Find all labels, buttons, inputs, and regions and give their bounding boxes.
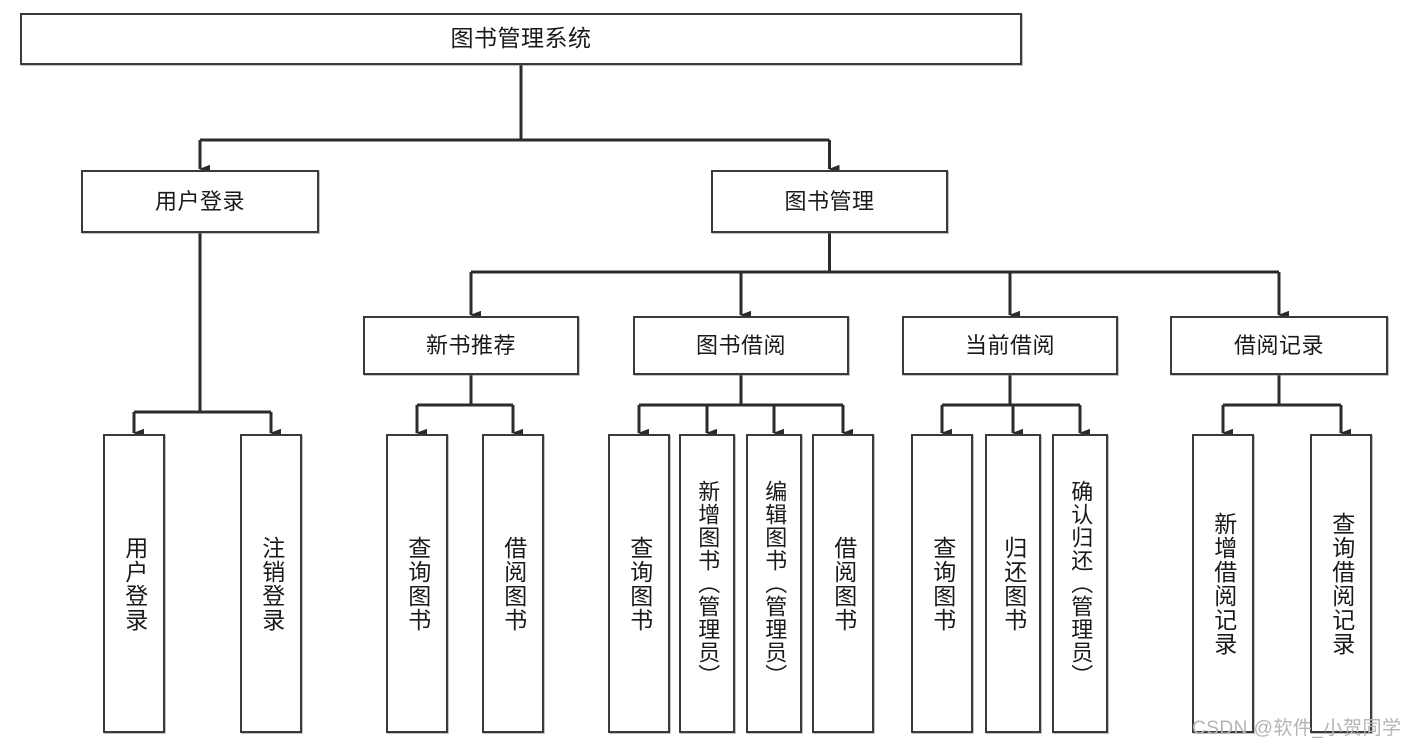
node-label: 编辑图书（管理员） xyxy=(762,480,788,687)
node-label: 确认归还（管理员） xyxy=(1068,480,1094,687)
leaf-query-book-2[interactable]: 查询图书 xyxy=(608,434,670,733)
leaf-query-book-3[interactable]: 查询图书 xyxy=(911,434,973,733)
node-book-management[interactable]: 图书管理 xyxy=(711,170,948,233)
node-label: 当前借阅 xyxy=(964,332,1055,358)
node-label: 查询图书 xyxy=(626,535,653,632)
leaf-confirm-return-admin[interactable]: 确认归还（管理员） xyxy=(1052,434,1108,733)
node-label: 查询图书 xyxy=(929,535,956,632)
node-label: 注销登录 xyxy=(258,535,285,632)
node-borrowing-record[interactable]: 借阅记录 xyxy=(1170,316,1388,375)
watermark: CSDN @软件_小贺同学 xyxy=(1192,718,1402,739)
node-current-borrowing[interactable]: 当前借阅 xyxy=(902,316,1118,375)
leaf-query-borrow-record[interactable]: 查询借阅记录 xyxy=(1310,434,1372,733)
node-book-borrowing[interactable]: 图书借阅 xyxy=(633,316,849,375)
node-label: 查询借阅记录 xyxy=(1328,511,1355,656)
node-label: 新增图书（管理员） xyxy=(695,480,721,687)
node-label: 图书管理 xyxy=(784,188,875,214)
node-label: 借阅记录 xyxy=(1233,332,1324,358)
node-root-book-management-system[interactable]: 图书管理系统 xyxy=(20,13,1022,65)
leaf-return-book[interactable]: 归还图书 xyxy=(985,434,1041,733)
leaf-add-borrow-record[interactable]: 新增借阅记录 xyxy=(1192,434,1254,733)
leaf-borrow-book-2[interactable]: 借阅图书 xyxy=(812,434,874,733)
leaf-edit-book-admin[interactable]: 编辑图书（管理员） xyxy=(746,434,802,733)
node-label: 新书推荐 xyxy=(425,332,516,358)
node-label: 借阅图书 xyxy=(830,535,857,632)
node-label: 用户登录 xyxy=(121,535,148,632)
leaf-add-book-admin[interactable]: 新增图书（管理员） xyxy=(679,434,735,733)
leaf-query-book-1[interactable]: 查询图书 xyxy=(386,434,448,733)
node-label: 图书管理系统 xyxy=(450,25,592,52)
node-label: 用户登录 xyxy=(154,188,245,214)
node-label: 新增借阅记录 xyxy=(1210,511,1237,656)
node-user-login[interactable]: 用户登录 xyxy=(81,170,319,233)
node-label: 查询图书 xyxy=(404,535,431,632)
node-label: 图书借阅 xyxy=(695,332,786,358)
node-new-book-recommendation[interactable]: 新书推荐 xyxy=(363,316,579,375)
node-label: 借阅图书 xyxy=(500,535,527,632)
leaf-user-login[interactable]: 用户登录 xyxy=(103,434,165,733)
leaf-borrow-book-1[interactable]: 借阅图书 xyxy=(482,434,544,733)
node-label: 归还图书 xyxy=(1000,535,1027,632)
leaf-logout[interactable]: 注销登录 xyxy=(240,434,302,733)
